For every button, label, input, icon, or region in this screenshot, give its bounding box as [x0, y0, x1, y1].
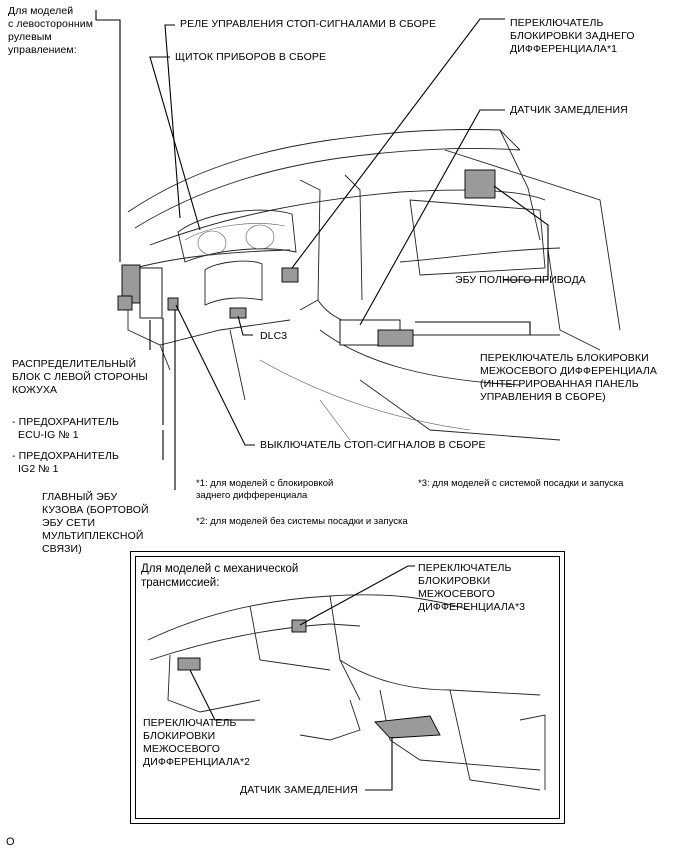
instrument-panel-label: ЩИТОК ПРИБОРОВ В СБОРЕ: [175, 51, 327, 63]
awd-ecu-label: ЭБУ ПОЛНОГО ПРИВОДА: [455, 274, 586, 286]
stop-switch-label: ВЫКЛЮЧАТЕЛЬ СТОП-СИГНАЛОВ В СБОРЕ: [260, 439, 486, 451]
inset-outer-frame: [130, 551, 565, 824]
brake-relay-part: [281, 267, 299, 283]
inset-title: Для моделей с механической трансмиссией:: [141, 563, 299, 589]
footnote-3: *3: для моделей с системой посадки и зап…: [418, 478, 624, 489]
inset-switch-3-part: [291, 619, 307, 633]
junction-block-label: РАСПРЕДЕЛИТЕЛЬНЫЙ БЛОК С ЛЕВОЙ СТОРОНЫ К…: [12, 358, 148, 396]
inset-center-diff-switch-3-label: ПЕРЕКЛЮЧАТЕЛЬ БЛОКИРОВКИ МЕЖОСЕВОГО ДИФФ…: [418, 562, 526, 613]
decel-sensor-label: ДАТЧИК ЗАМЕДЛЕНИЯ: [510, 104, 628, 116]
inset-decel-sensor-part: [374, 715, 441, 739]
inset-decel-sensor-label: ДАТЧИК ЗАМЕДЛЕНИЯ: [240, 784, 358, 796]
footnote-2: *2: для моделей без системы посадки и за…: [196, 516, 408, 527]
fuse-ecu-ig-label: - ПРЕДОХРАНИТЕЛЬ ECU-IG № 1: [12, 416, 120, 441]
fuse-ig2-label: - ПРЕДОХРАНИТЕЛЬ IG2 № 1: [12, 450, 120, 475]
lhd-note: Для моделей с левосторонним рулевым упра…: [8, 5, 94, 56]
dlc3-label: DLC3: [260, 330, 288, 342]
footnote-1: *1: для моделей с блокировкой заднего ди…: [196, 478, 334, 501]
awd-ecu-part: [464, 169, 496, 199]
footer-code: O: [6, 836, 15, 848]
rear-diff-switch-label: ПЕРЕКЛЮЧАТЕЛЬ БЛОКИРОВКИ ЗАДНЕГО ДИФФЕРЕ…: [510, 17, 635, 55]
inset-center-diff-switch-2-label: ПЕРЕКЛЮЧАТЕЛЬ БЛОКИРОВКИ МЕЖОСЕВОГО ДИФФ…: [143, 717, 251, 768]
inset-inner-frame: [135, 556, 560, 819]
inset-switch-2-part: [177, 657, 201, 671]
center-diff-switch-label: ПЕРЕКЛЮЧАТЕЛЬ БЛОКИРОВКИ МЕЖОСЕВОГО ДИФФ…: [480, 352, 658, 403]
brake-relay-label: РЕЛЕ УПРАВЛЕНИЯ СТОП-СИГНАЛАМИ В СБОРЕ: [180, 18, 437, 30]
main-body-ecu-label: ГЛАВНЫЙ ЭБУ КУЗОВА (БОРТОВОЙ ЭБУ СЕТИ МУ…: [42, 491, 149, 555]
center-diff-panel-part: [377, 329, 414, 347]
